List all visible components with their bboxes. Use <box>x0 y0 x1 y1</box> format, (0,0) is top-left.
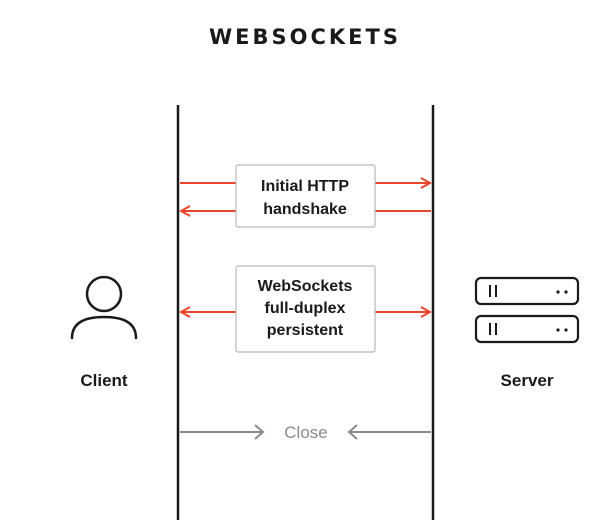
handshake-box: Initial HTTP handshake <box>235 164 376 228</box>
close-arrow-from-client <box>180 424 265 440</box>
persistent-connection-box: WebSockets full-duplex persistent <box>235 265 376 353</box>
client-label: Client <box>80 371 128 390</box>
server-label: Server <box>501 371 554 390</box>
persistent-line-1: WebSockets <box>258 278 353 295</box>
close-arrow-from-server <box>347 424 431 440</box>
handshake-line-2: handshake <box>263 201 347 218</box>
persistent-line-3: persistent <box>267 322 344 339</box>
server-rack-icon <box>474 276 580 344</box>
handshake-line-1: Initial HTTP <box>261 178 349 195</box>
close-label: Close <box>284 423 327 442</box>
diagram-title: WEBSOCKETS <box>209 25 401 49</box>
persistent-line-2: full-duplex <box>265 300 346 317</box>
user-icon <box>70 275 138 340</box>
